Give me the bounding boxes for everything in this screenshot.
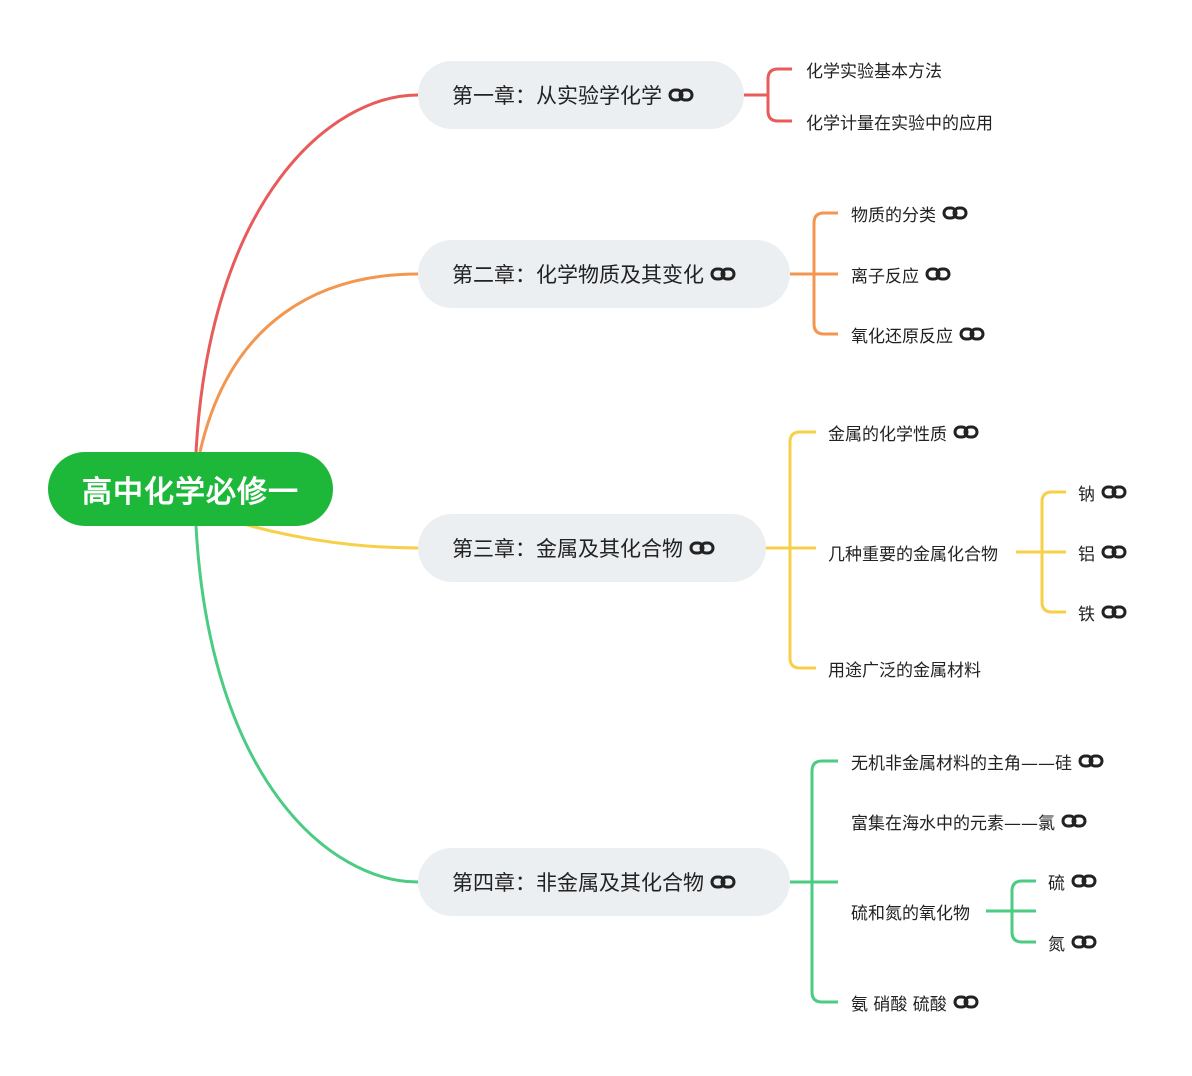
subtopic-label: 硫	[1048, 873, 1065, 894]
link-icon[interactable]	[710, 875, 736, 889]
link-icon[interactable]	[668, 88, 694, 102]
topic-label: 化学实验基本方法	[806, 61, 942, 82]
link-icon[interactable]	[942, 206, 968, 220]
topic-label: 氨 硝酸 硫酸	[851, 994, 947, 1015]
bracket-ch3	[766, 430, 1066, 670]
chapter-2-node[interactable]: 第二章：化学物质及其变化	[418, 240, 790, 308]
subtopic-node[interactable]: 硫	[1048, 869, 1097, 894]
chapter-4-node[interactable]: 第四章：非金属及其化合物	[418, 848, 790, 916]
bracket-ch2	[790, 211, 838, 336]
link-icon[interactable]	[925, 267, 951, 281]
subtopic-node[interactable]: 钠	[1078, 480, 1127, 505]
topic-label: 几种重要的金属化合物	[828, 544, 998, 565]
subtopic-label: 氮	[1048, 934, 1065, 955]
subtopic-node[interactable]: 铁	[1078, 600, 1127, 625]
link-icon[interactable]	[953, 995, 979, 1009]
chapter-2-label: 第二章：化学物质及其变化	[452, 263, 704, 287]
topic-node[interactable]: 化学实验基本方法	[806, 57, 942, 82]
bracket-ch1	[744, 67, 792, 123]
topic-node[interactable]: 氧化还原反应	[851, 322, 985, 347]
topic-label: 离子反应	[851, 266, 919, 287]
topic-node[interactable]: 物质的分类	[851, 201, 968, 226]
topic-node[interactable]: 离子反应	[851, 262, 951, 287]
topic-node[interactable]: 化学计量在实验中的应用	[806, 109, 993, 134]
link-icon[interactable]	[1078, 754, 1104, 768]
topic-label: 物质的分类	[851, 205, 936, 226]
topic-label: 富集在海水中的元素——氯	[851, 813, 1055, 834]
link-icon[interactable]	[689, 541, 715, 555]
link-icon[interactable]	[1071, 874, 1097, 888]
topic-label: 无机非金属材料的主角——硅	[851, 753, 1072, 774]
topic-node[interactable]: 无机非金属材料的主角——硅	[851, 749, 1104, 774]
chapter-3-node[interactable]: 第三章：金属及其化合物	[418, 514, 766, 582]
topic-label: 用途广泛的金属材料	[828, 660, 981, 681]
topic-node[interactable]: 硫和氮的氧化物	[851, 899, 970, 924]
connector-root-ch3	[239, 521, 419, 550]
subtopic-label: 铝	[1078, 544, 1095, 565]
link-icon[interactable]	[1071, 935, 1097, 949]
topic-label: 硫和氮的氧化物	[851, 903, 970, 924]
chapter-1-label: 第一章：从实验学化学	[452, 84, 662, 108]
link-icon[interactable]	[953, 425, 979, 439]
connector-root-ch2	[198, 272, 419, 453]
chapter-4-label: 第四章：非金属及其化合物	[452, 871, 704, 895]
link-icon[interactable]	[1061, 814, 1087, 828]
bracket-ch4	[790, 759, 1036, 1004]
connector-root-ch4	[194, 525, 419, 884]
topic-node[interactable]: 几种重要的金属化合物	[828, 540, 998, 565]
topic-node[interactable]: 氨 硝酸 硫酸	[851, 990, 979, 1015]
link-icon[interactable]	[959, 327, 985, 341]
link-icon[interactable]	[1101, 545, 1127, 559]
root-node[interactable]: 高中化学必修一	[48, 452, 333, 526]
connector-root-ch1	[194, 93, 419, 453]
chapter-3-label: 第三章：金属及其化合物	[452, 537, 683, 561]
topic-node[interactable]: 用途广泛的金属材料	[828, 656, 981, 681]
subtopic-node[interactable]: 铝	[1078, 540, 1127, 565]
subtopic-node[interactable]: 氮	[1048, 930, 1097, 955]
subtopic-label: 钠	[1078, 484, 1095, 505]
topic-label: 化学计量在实验中的应用	[806, 113, 993, 134]
chapter-1-node[interactable]: 第一章：从实验学化学	[418, 61, 744, 129]
subtopic-label: 铁	[1078, 604, 1095, 625]
topic-node[interactable]: 富集在海水中的元素——氯	[851, 809, 1087, 834]
link-icon[interactable]	[1101, 485, 1127, 499]
link-icon[interactable]	[1101, 605, 1127, 619]
link-icon[interactable]	[710, 267, 736, 281]
topic-label: 金属的化学性质	[828, 424, 947, 445]
topic-label: 氧化还原反应	[851, 326, 953, 347]
topic-node[interactable]: 金属的化学性质	[828, 420, 979, 445]
